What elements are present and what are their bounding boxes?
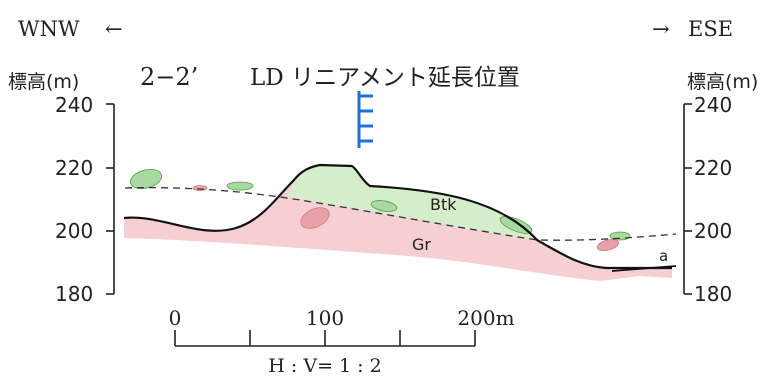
gr-patch [192,185,208,191]
btk-patch [370,200,398,212]
scale-ratio: H : V= 1 : 2 [268,355,381,377]
scale-label-200m: 200m [457,306,514,330]
right-elevation-axis: 240 220 200 180 [683,93,732,306]
gr-patch [596,238,620,252]
scale-label-100: 100 [306,306,344,330]
right-tick-180: 180 [694,282,732,306]
left-tick-200: 200 [55,219,93,243]
lineament-label: LD リニアメント延長位置 [250,65,520,91]
gr-patches [192,185,620,252]
right-tick-220: 220 [694,156,732,180]
right-axis-label: 標高(m) [687,71,758,93]
left-tick-220: 220 [55,156,93,180]
btk-unit [287,165,537,240]
granite-unit [124,173,672,281]
direction-right-arrow: → [652,17,670,41]
btk-patch [226,181,254,191]
unit-boundary-dashed [124,186,677,241]
alluvium-line [611,265,677,272]
right-tick-240: 240 [694,93,732,117]
btk-patch [129,168,163,190]
direction-left-label: WNW [18,17,80,41]
direction-left-arrow: ← [105,17,123,41]
left-tick-240: 240 [55,93,93,117]
left-tick-180: 180 [55,282,93,306]
right-tick-200: 200 [694,219,732,243]
left-elevation-axis: 240 220 200 180 [55,93,115,306]
section-id: 2−2’ [140,63,198,91]
alluvium-label: a [659,247,668,265]
scale-label-0: 0 [169,306,182,330]
direction-right-label: ESE [688,17,733,41]
btk-label: Btk [430,195,457,214]
ground-surface-profile [123,163,672,270]
header: WNW ← → ESE 2−2’ LD リニアメント延長位置 [18,17,733,91]
lineament-marker [357,91,373,148]
left-axis-label: 標高(m) [8,71,79,93]
btk-patches [129,168,631,241]
gr-patch [300,207,330,229]
scale-bar: 0 100 200m H : V= 1 : 2 [169,306,515,377]
gr-label: Gr [412,235,431,254]
